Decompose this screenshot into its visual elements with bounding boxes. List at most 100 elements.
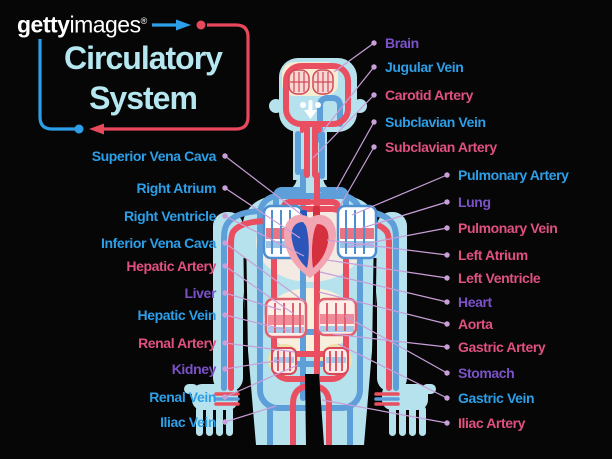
connector-line (321, 66, 375, 133)
connector-dot (371, 92, 377, 98)
connector-dot (222, 419, 228, 425)
connector-line (224, 215, 305, 257)
label-hepatic-vein: Hepatic Vein (137, 307, 217, 323)
connector-line (337, 343, 448, 399)
connector-dot (222, 312, 228, 318)
connector-line (224, 342, 296, 353)
right-hand (382, 384, 436, 436)
label-carotid-artery: Carotid Artery (385, 87, 474, 103)
label-left-atrium: Left Atrium (458, 247, 528, 263)
right-eye (315, 102, 321, 108)
connector-dot (444, 225, 450, 231)
nose-arrow-icon (304, 100, 317, 119)
label-renal-vein: Renal Vein (149, 389, 216, 405)
label-heart: Heart (458, 294, 492, 310)
connector-dot (222, 290, 228, 296)
left-wrist-capillaries (214, 392, 240, 406)
face (300, 100, 321, 119)
label-right-atrium: Right Atrium (136, 180, 217, 196)
connector-dot (222, 366, 228, 372)
connector-dot (444, 395, 450, 401)
connector-dot (444, 275, 450, 281)
connector-line (318, 291, 448, 325)
connector-dot (222, 263, 228, 269)
right-kidney-organ (323, 347, 349, 375)
vein-node-dot (74, 124, 84, 134)
brand-getty: getty (17, 11, 70, 38)
connector-dot (444, 420, 450, 426)
label-pulmonary-artery: Pulmonary Artery (458, 167, 569, 183)
gettyimages-watermark: gettyimages® (12, 8, 153, 39)
label-iliac-vein: Iliac Vein (160, 414, 216, 430)
connector-line (224, 405, 277, 423)
jugular-vein-vessel (317, 95, 343, 143)
connector-dot (444, 321, 450, 327)
label-iliac-artery: Iliac Artery (458, 415, 526, 431)
label-hepatic-artery: Hepatic Artery (126, 258, 216, 274)
connector-dot (371, 64, 377, 70)
connector-dot (222, 185, 228, 191)
connector-line (321, 399, 448, 424)
connector-line (344, 315, 448, 374)
label-subclavian-vein: Subclavian Vein (385, 114, 486, 130)
label-kidney: Kidney (171, 361, 217, 377)
connector-dot (222, 240, 228, 246)
connector-line (326, 259, 448, 279)
left-arm-artery (228, 218, 267, 391)
title-frame-artery-path (104, 23, 250, 131)
liver-organ (264, 297, 308, 339)
left-arm-vein (221, 208, 267, 391)
label-lung: Lung (458, 194, 491, 210)
connector-line (347, 227, 448, 248)
connector-dot (371, 144, 377, 150)
connector-line (224, 292, 282, 311)
label-pulmonary-vein: Pulmonary Vein (458, 220, 558, 236)
label-inferior-vena-cava: Inferior Vena Cava (101, 235, 216, 251)
face-artery (300, 123, 321, 133)
connector-line (335, 121, 375, 191)
label-aorta: Aorta (458, 316, 493, 332)
connector-line (224, 155, 303, 216)
connector-line (361, 201, 448, 229)
label-jugular-vein: Jugular Vein (385, 59, 464, 75)
left-eye (300, 102, 306, 108)
connector-dot (444, 252, 450, 258)
connector-line (333, 42, 375, 73)
connector-dot (371, 40, 377, 46)
brand-images: images (69, 11, 141, 38)
silhouette-cuts (180, 257, 430, 459)
connector-dot (444, 370, 450, 376)
connector-line (224, 314, 291, 332)
stomach-organ (316, 297, 358, 337)
connector-dot (222, 340, 228, 346)
label-stomach: Stomach (458, 365, 515, 381)
arrow-left-icon (89, 123, 104, 135)
heart-organ (284, 206, 336, 278)
connector-line (312, 94, 375, 159)
label-superior-vena-cava: Superior Vena Cava (91, 148, 217, 164)
right-pulmonary-stub (319, 187, 349, 207)
connector-dot (222, 213, 228, 219)
connector-line (339, 146, 375, 207)
label-renal-artery: Renal Artery (138, 335, 216, 351)
arrow-right-icon (176, 19, 191, 31)
title-line-2: System (89, 80, 198, 116)
connector-line (319, 271, 448, 303)
label-gastric-vein: Gastric Vein (458, 390, 535, 406)
connector-dot (222, 153, 228, 159)
label-gastric-artery: Gastric Artery (458, 339, 546, 355)
label-right-ventricle: Right Ventricle (123, 208, 216, 224)
label-subclavian-artery: Subclavian Artery (385, 139, 497, 155)
connector-line (326, 239, 448, 256)
connector-dot (222, 394, 228, 400)
connector-dot (444, 172, 450, 178)
connector-line (224, 265, 295, 315)
right-wrist-capillaries (374, 392, 400, 406)
connector-dot (371, 119, 377, 125)
page-title: Circulatory System (40, 38, 246, 118)
connector-line (224, 242, 306, 303)
label-connectors (222, 40, 450, 426)
connector-line (224, 364, 299, 398)
